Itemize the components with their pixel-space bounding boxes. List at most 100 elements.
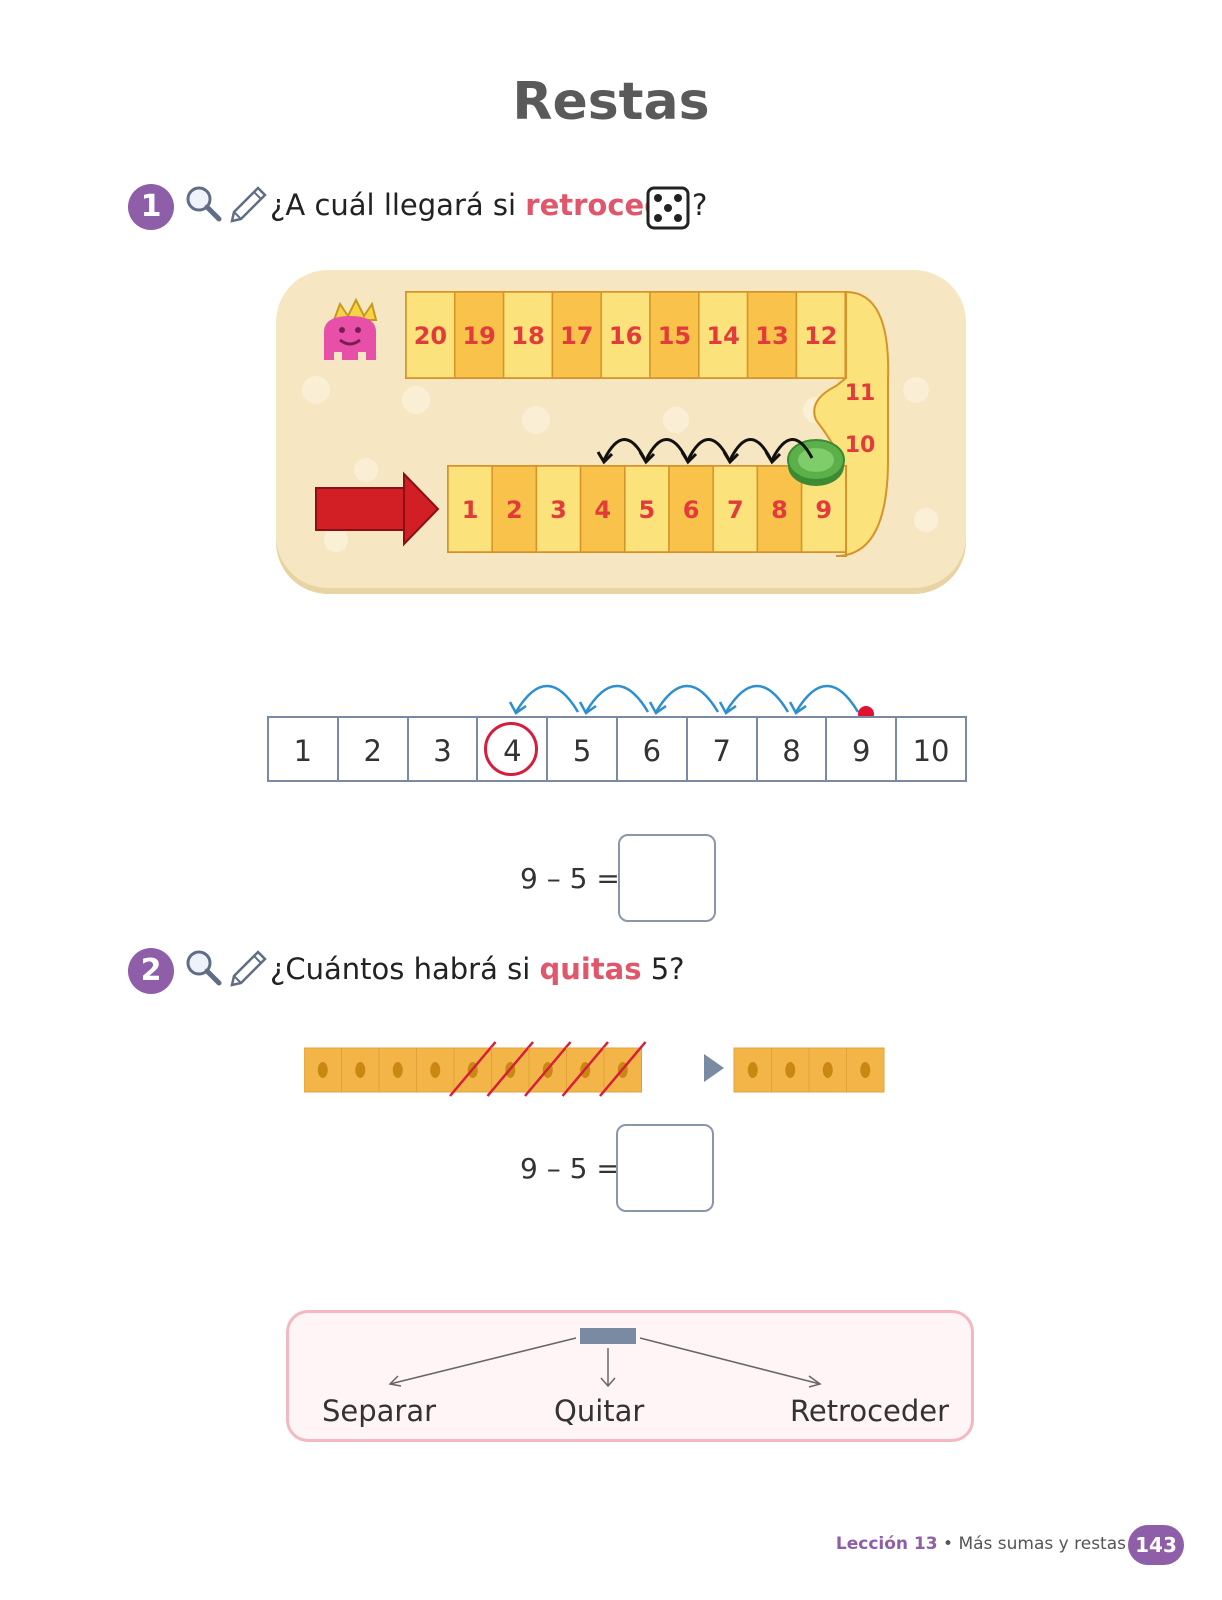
board-cell: [712, 465, 759, 553]
vocabulary-arrows: [388, 1328, 822, 1388]
board-hop-arrow: [602, 438, 646, 461]
start-arrow: [315, 471, 440, 547]
lesson-topic: Más sumas y restas: [958, 1534, 1126, 1554]
board-cell-number: 7: [727, 496, 744, 524]
number-line-cell-label: 3: [433, 734, 452, 768]
board-cell-number: 14: [706, 322, 739, 350]
board-cell-number: 12: [804, 322, 837, 350]
board-hop-arrow: [644, 438, 688, 461]
cross-out-line: [561, 1041, 609, 1097]
cube-block-hole: [392, 1062, 403, 1078]
cube-block-hole: [355, 1062, 366, 1078]
board-cell-number: 17: [560, 322, 593, 350]
question-2-text: ¿Cuántos habrá si quitas 5?: [270, 952, 685, 986]
board-cell-number: 3: [550, 496, 567, 524]
board-cell-number: 20: [414, 322, 447, 350]
page-number: 143: [1128, 1525, 1184, 1565]
board-hop-arrow: [686, 438, 730, 461]
board-cell-number: 9: [815, 496, 832, 524]
cube-blocks: [304, 1041, 885, 1097]
number-line-cell-label: 5: [572, 734, 592, 768]
number-line-hop-arrowhead: [648, 701, 667, 715]
cross-out-line: [486, 1041, 534, 1097]
board-cell-number: 13: [755, 322, 788, 350]
board-cell-number: 11: [845, 381, 876, 406]
number-line-cell-label: 7: [712, 734, 731, 768]
cube-block-hole: [822, 1062, 833, 1078]
number-line-hop: [584, 684, 650, 713]
board-cell-number: 2: [506, 496, 523, 524]
board-cell: [447, 465, 493, 553]
number-line-cell-label: 1: [293, 734, 313, 768]
equation-2: 9 – 5 =: [520, 1152, 620, 1185]
answer-box-2[interactable]: [616, 1124, 714, 1212]
number-line-cell: 3: [406, 716, 477, 782]
legend-separar: Separar: [322, 1394, 437, 1428]
board-cell: [795, 291, 846, 379]
number-line-cell-label: 6: [642, 734, 662, 768]
number-line-cell: 5: [546, 716, 616, 782]
blank-label-bar: [580, 1328, 636, 1344]
question-1-text-before: ¿A cuál llegará si: [270, 188, 526, 222]
board-cell: [624, 465, 670, 553]
legend-quitar: Quitar: [554, 1394, 645, 1428]
pencil-icon: [230, 186, 267, 223]
number-line-cell: 9: [825, 716, 896, 782]
cross-out-line: [449, 1041, 497, 1097]
number-line-hop-arrowhead: [508, 701, 527, 715]
board-cell: [535, 465, 582, 553]
board-cell: [579, 465, 626, 553]
number-line-hop-arrowhead: [718, 701, 737, 715]
number-line-cell: 1: [267, 716, 337, 782]
board-cell-number: 4: [594, 496, 611, 524]
board-cell-number: 5: [639, 496, 656, 524]
legend-retroceder: Retroceder: [790, 1394, 950, 1428]
cube-block-hole: [860, 1062, 871, 1078]
princess-character: [324, 297, 378, 360]
pencil-icon: [230, 950, 267, 987]
board-cell-number: 19: [462, 322, 495, 350]
equation-1: 9 – 5 =: [520, 862, 620, 895]
board-cell-number: 1: [462, 496, 479, 524]
number-line-hop-arrowhead: [788, 701, 807, 715]
question-2-text-after: 5?: [641, 952, 685, 986]
page-title: Restas: [512, 72, 710, 132]
cross-out-line: [524, 1041, 572, 1097]
board-cell-number: 8: [771, 496, 788, 524]
cube-block-hole: [747, 1062, 758, 1078]
question-1-text-after: ?: [692, 188, 708, 222]
board-cell: [698, 291, 749, 379]
question-1-text: ¿A cuál llegará si retrocede: [270, 188, 685, 222]
answer-box-1[interactable]: [618, 834, 716, 922]
board-cell: [649, 291, 700, 379]
board-cell-number: 16: [609, 322, 642, 350]
die-five-icon: [646, 186, 690, 230]
board-cell: [491, 465, 538, 553]
game-piece: [787, 439, 845, 486]
board-cell: [746, 291, 798, 379]
number-line-cell-label: 8: [782, 734, 801, 768]
number-line-hop: [654, 684, 720, 713]
result-arrow-icon: [704, 1054, 724, 1082]
number-line-cell: 7: [685, 716, 756, 782]
answer-circle: [484, 722, 539, 776]
board-cell-number: 18: [511, 322, 544, 350]
cube-block-hole: [430, 1062, 441, 1078]
board-cell-number: 10: [845, 433, 876, 458]
question-number-1: 1: [128, 184, 174, 230]
board-cell-number: 6: [683, 496, 700, 524]
number-line-hops: [508, 684, 874, 716]
board-hop-arrow: [770, 438, 814, 461]
question-2-text-before: ¿Cuántos habrá si: [270, 952, 540, 986]
magnifier-icon: [186, 950, 222, 986]
lesson-number: Lección 13: [835, 1534, 938, 1554]
cube-block-hole: [785, 1062, 796, 1078]
number-line-cell: 2: [336, 716, 407, 782]
footer-separator: •: [943, 1534, 954, 1554]
board-hop-arrow: [728, 438, 772, 461]
number-line-cell: 6: [615, 716, 686, 782]
question-number-2: 2: [128, 948, 174, 994]
number-line-cell: 4: [476, 716, 547, 782]
magnifier-icon: [186, 186, 222, 222]
